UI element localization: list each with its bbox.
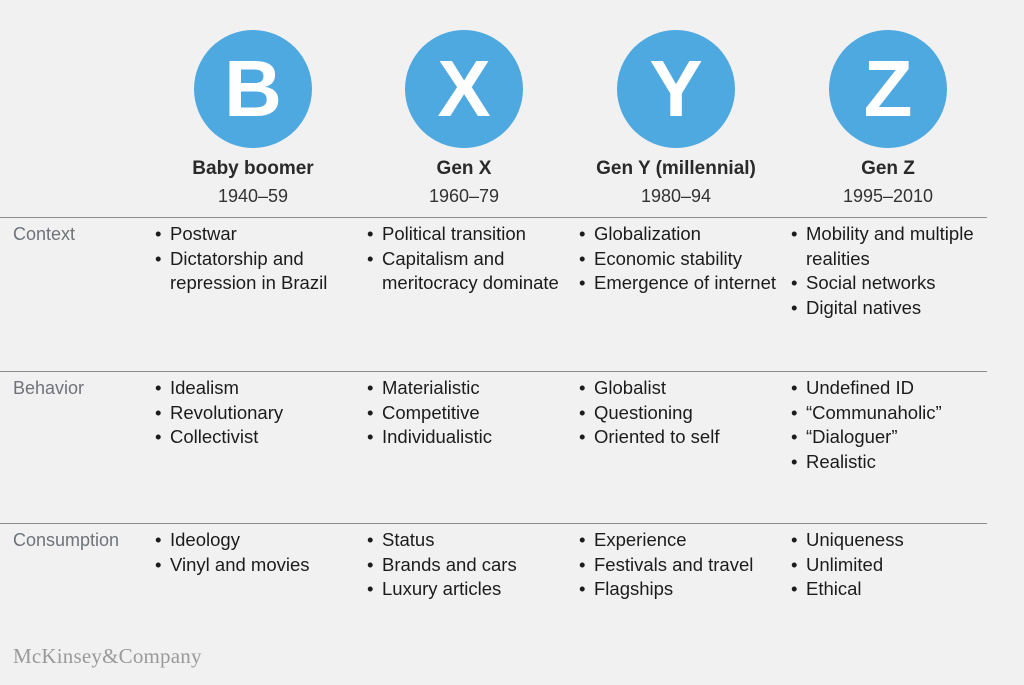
generation-years: 1940–59 bbox=[217, 186, 289, 206]
list-item: Capitalism and meritocracy dominate bbox=[365, 247, 577, 296]
mckinsey-logo: McKinsey&Company bbox=[13, 644, 202, 668]
generation-header-gen-x: X Gen X 1960–79 bbox=[358, 30, 570, 208]
row-divider-consumption bbox=[0, 523, 987, 524]
behavior-gen-y-list: Globalist Questioning Oriented to self bbox=[577, 376, 789, 450]
list-item: Ideology bbox=[153, 528, 365, 553]
generation-years: 1960–79 bbox=[428, 186, 500, 206]
list-item: Materialistic bbox=[365, 376, 577, 401]
generation-name: Baby boomer bbox=[192, 158, 314, 179]
list-item: Status bbox=[365, 528, 577, 553]
consumption-gen-z-list: Uniqueness Unlimited Ethical bbox=[789, 528, 1001, 602]
behavior-gen-z-list: Undefined ID “Communaholic” “Dialoguer” … bbox=[789, 376, 1001, 474]
list-item: “Communaholic” bbox=[789, 401, 1001, 426]
consumption-gen-y-list: Experience Festivals and travel Flagship… bbox=[577, 528, 789, 602]
list-item: “Dialoguer” bbox=[789, 425, 1001, 450]
list-item: Experience bbox=[577, 528, 789, 553]
list-item: Ethical bbox=[789, 577, 1001, 602]
list-item: Competitive bbox=[365, 401, 577, 426]
row-divider-behavior bbox=[0, 371, 987, 372]
generation-name: Gen X bbox=[436, 158, 492, 179]
row-label-context: Context bbox=[13, 224, 76, 244]
list-item: Vinyl and movies bbox=[153, 553, 365, 578]
list-item: Oriented to self bbox=[577, 425, 789, 450]
list-item: Mobility and multiple realities bbox=[789, 222, 1001, 271]
row-label-consumption: Consumption bbox=[13, 530, 120, 550]
behavior-baby-boomer-list: Idealism Revolutionary Collectivist bbox=[153, 376, 365, 450]
list-item: Luxury articles bbox=[365, 577, 577, 602]
list-item: Emergence of internet bbox=[577, 271, 789, 296]
consumption-gen-x-list: Status Brands and cars Luxury articles bbox=[365, 528, 577, 602]
list-item: Festivals and travel bbox=[577, 553, 789, 578]
generation-name: Gen Z bbox=[861, 158, 915, 179]
list-item: Globalist bbox=[577, 376, 789, 401]
list-item: Social networks bbox=[789, 271, 1001, 296]
list-item: Brands and cars bbox=[365, 553, 577, 578]
baby-boomer-letter-circle: B bbox=[194, 30, 312, 148]
list-item: Idealism bbox=[153, 376, 365, 401]
consumption-baby-boomer-list: Ideology Vinyl and movies bbox=[153, 528, 365, 577]
context-gen-z-list: Mobility and multiple realities Social n… bbox=[789, 222, 1001, 320]
list-item: Uniqueness bbox=[789, 528, 1001, 553]
gen-x-letter-circle: X bbox=[405, 30, 523, 148]
generation-header-baby-boomer: B Baby boomer 1940–59 bbox=[147, 30, 359, 208]
list-item: Postwar bbox=[153, 222, 365, 247]
gen-y-letter-circle: Y bbox=[617, 30, 735, 148]
generation-years: 1995–2010 bbox=[842, 186, 934, 206]
list-item: Globalization bbox=[577, 222, 789, 247]
generation-header-gen-z: Z Gen Z 1995–2010 bbox=[782, 30, 994, 208]
generation-header-gen-y: Y Gen Y (millennial) 1980–94 bbox=[570, 30, 782, 208]
generation-name: Gen Y (millennial) bbox=[596, 158, 756, 179]
list-item: Flagships bbox=[577, 577, 789, 602]
list-item: Individualistic bbox=[365, 425, 577, 450]
row-label-behavior: Behavior bbox=[13, 378, 85, 398]
list-item: Unlimited bbox=[789, 553, 1001, 578]
list-item: Political transition bbox=[365, 222, 577, 247]
list-item: Economic stability bbox=[577, 247, 789, 272]
list-item: Dictatorship and repression in Brazil bbox=[153, 247, 365, 296]
generation-years: 1980–94 bbox=[640, 186, 712, 206]
list-item: Collectivist bbox=[153, 425, 365, 450]
list-item: Digital natives bbox=[789, 296, 1001, 321]
gen-z-letter-circle: Z bbox=[829, 30, 947, 148]
context-gen-x-list: Political transition Capitalism and meri… bbox=[365, 222, 577, 296]
behavior-gen-x-list: Materialistic Competitive Individualisti… bbox=[365, 376, 577, 450]
list-item: Questioning bbox=[577, 401, 789, 426]
context-baby-boomer-list: Postwar Dictatorship and repression in B… bbox=[153, 222, 365, 296]
list-item: Revolutionary bbox=[153, 401, 365, 426]
context-gen-y-list: Globalization Economic stability Emergen… bbox=[577, 222, 789, 296]
list-item: Realistic bbox=[789, 450, 1001, 475]
row-divider-context bbox=[0, 217, 987, 218]
list-item: Undefined ID bbox=[789, 376, 1001, 401]
